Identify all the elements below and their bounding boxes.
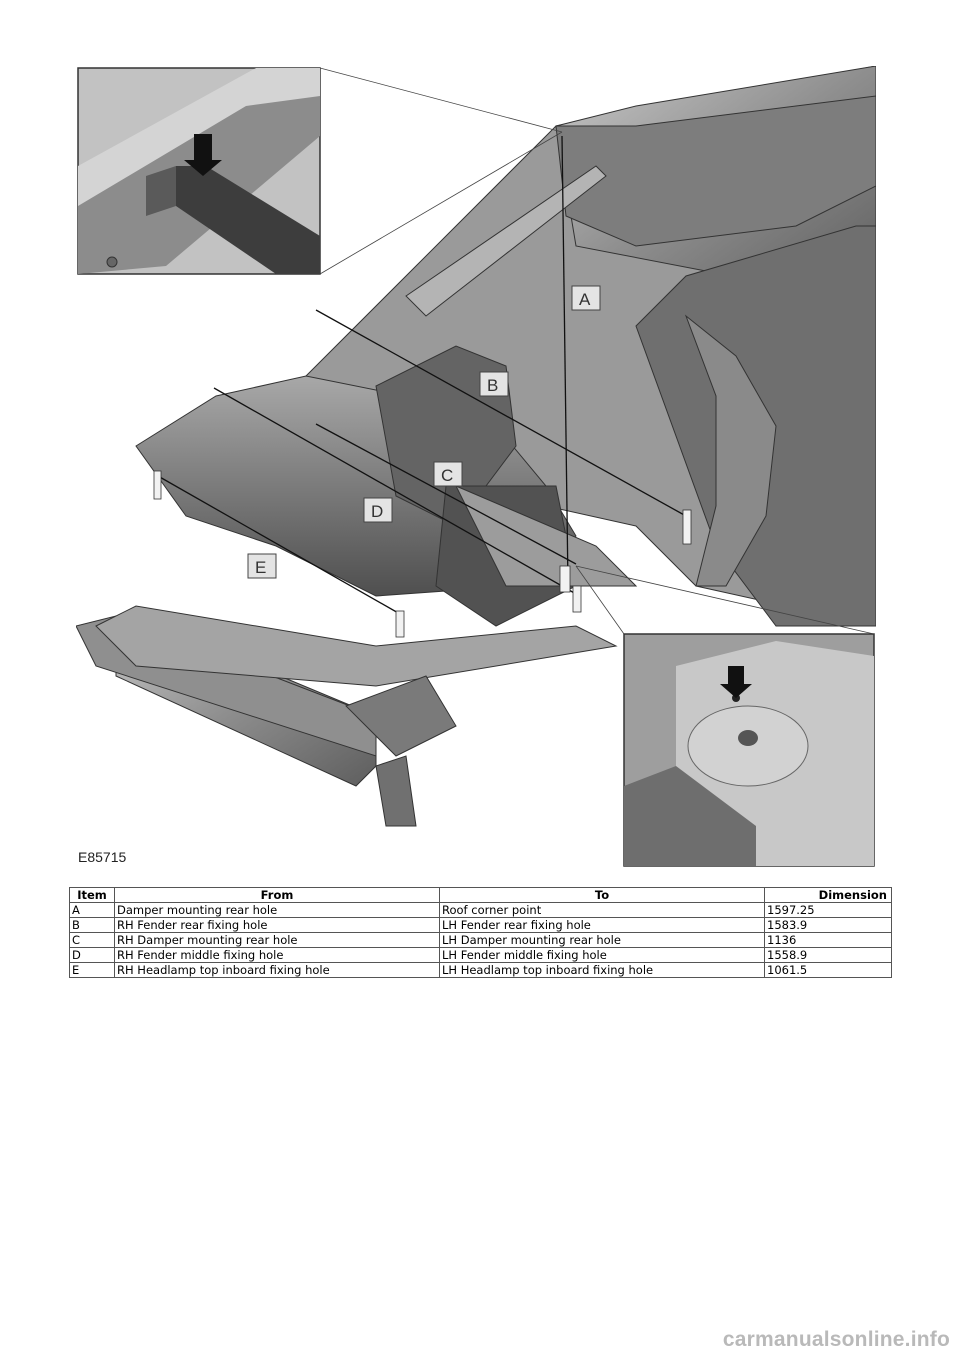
dimension-line-d xyxy=(213,387,577,595)
watermark-link[interactable]: carmanualsonline.info xyxy=(722,1328,950,1351)
callout-a: A xyxy=(571,285,601,311)
dimension-line-c xyxy=(315,423,577,565)
table-row: B RH Fender rear fixing hole LH Fender r… xyxy=(69,917,892,933)
cell-item: C xyxy=(69,932,115,948)
svg-text:A: A xyxy=(579,290,591,309)
callout-c: C xyxy=(433,461,463,487)
cell-to: Roof corner point xyxy=(439,902,765,918)
table-row: D RH Fender middle fixing hole LH Fender… xyxy=(69,947,892,963)
svg-text:B: B xyxy=(487,376,498,395)
svg-text:E: E xyxy=(255,558,266,577)
dimensions-table: Item From To Dimension A Damper mounting… xyxy=(69,887,892,978)
cell-dimension: 1136 xyxy=(764,932,892,948)
arrow-down-icon xyxy=(720,666,752,698)
fixing-point-markers xyxy=(153,470,692,638)
dimension-line-a xyxy=(561,135,569,587)
cell-from: RH Headlamp top inboard fixing hole xyxy=(114,962,440,978)
inset-detail-top-left xyxy=(77,67,321,275)
svg-text:C: C xyxy=(441,466,453,485)
cell-dimension: 1061.5 xyxy=(764,962,892,978)
header-dimension: Dimension xyxy=(764,887,892,903)
table-row: C RH Damper mounting rear hole LH Damper… xyxy=(69,932,892,948)
cell-to: LH Damper mounting rear hole xyxy=(439,932,765,948)
callout-e: E xyxy=(247,553,277,579)
vehicle-body-diagram: A B C D E E85715 xyxy=(76,66,876,868)
cell-to: LH Fender middle fixing hole xyxy=(439,947,765,963)
svg-text:D: D xyxy=(371,502,383,521)
header-item: Item xyxy=(69,887,115,903)
table-row: E RH Headlamp top inboard fixing hole LH… xyxy=(69,962,892,978)
inset-leader-lines xyxy=(319,67,875,635)
inset-detail-bottom-right xyxy=(623,633,875,867)
callout-b: B xyxy=(479,371,509,397)
dimension-line-e xyxy=(157,475,401,615)
table-header-row: Item From To Dimension xyxy=(69,887,892,903)
cell-item: E xyxy=(69,962,115,978)
cell-from: RH Damper mounting rear hole xyxy=(114,932,440,948)
cell-from: RH Fender middle fixing hole xyxy=(114,947,440,963)
dimension-lines xyxy=(157,135,687,615)
body-structure xyxy=(76,66,876,827)
header-from: From xyxy=(114,887,440,903)
cell-item: B xyxy=(69,917,115,933)
header-to: To xyxy=(439,887,765,903)
cell-from: Damper mounting rear hole xyxy=(114,902,440,918)
table-row: A Damper mounting rear hole Roof corner … xyxy=(69,902,892,918)
figure-id-label: E85715 xyxy=(78,849,126,865)
cell-dimension: 1583.9 xyxy=(764,917,892,933)
arrow-down-icon xyxy=(184,134,222,176)
cell-from: RH Fender rear fixing hole xyxy=(114,917,440,933)
cell-to: LH Headlamp top inboard fixing hole xyxy=(439,962,765,978)
dimension-line-b xyxy=(315,309,687,517)
body-structure-illustration: A B C D E E85715 xyxy=(76,66,876,867)
cell-item: A xyxy=(69,902,115,918)
cell-dimension: 1597.25 xyxy=(764,902,892,918)
cell-to: LH Fender rear fixing hole xyxy=(439,917,765,933)
callout-d: D xyxy=(363,497,393,523)
cell-item: D xyxy=(69,947,115,963)
cell-dimension: 1558.9 xyxy=(764,947,892,963)
